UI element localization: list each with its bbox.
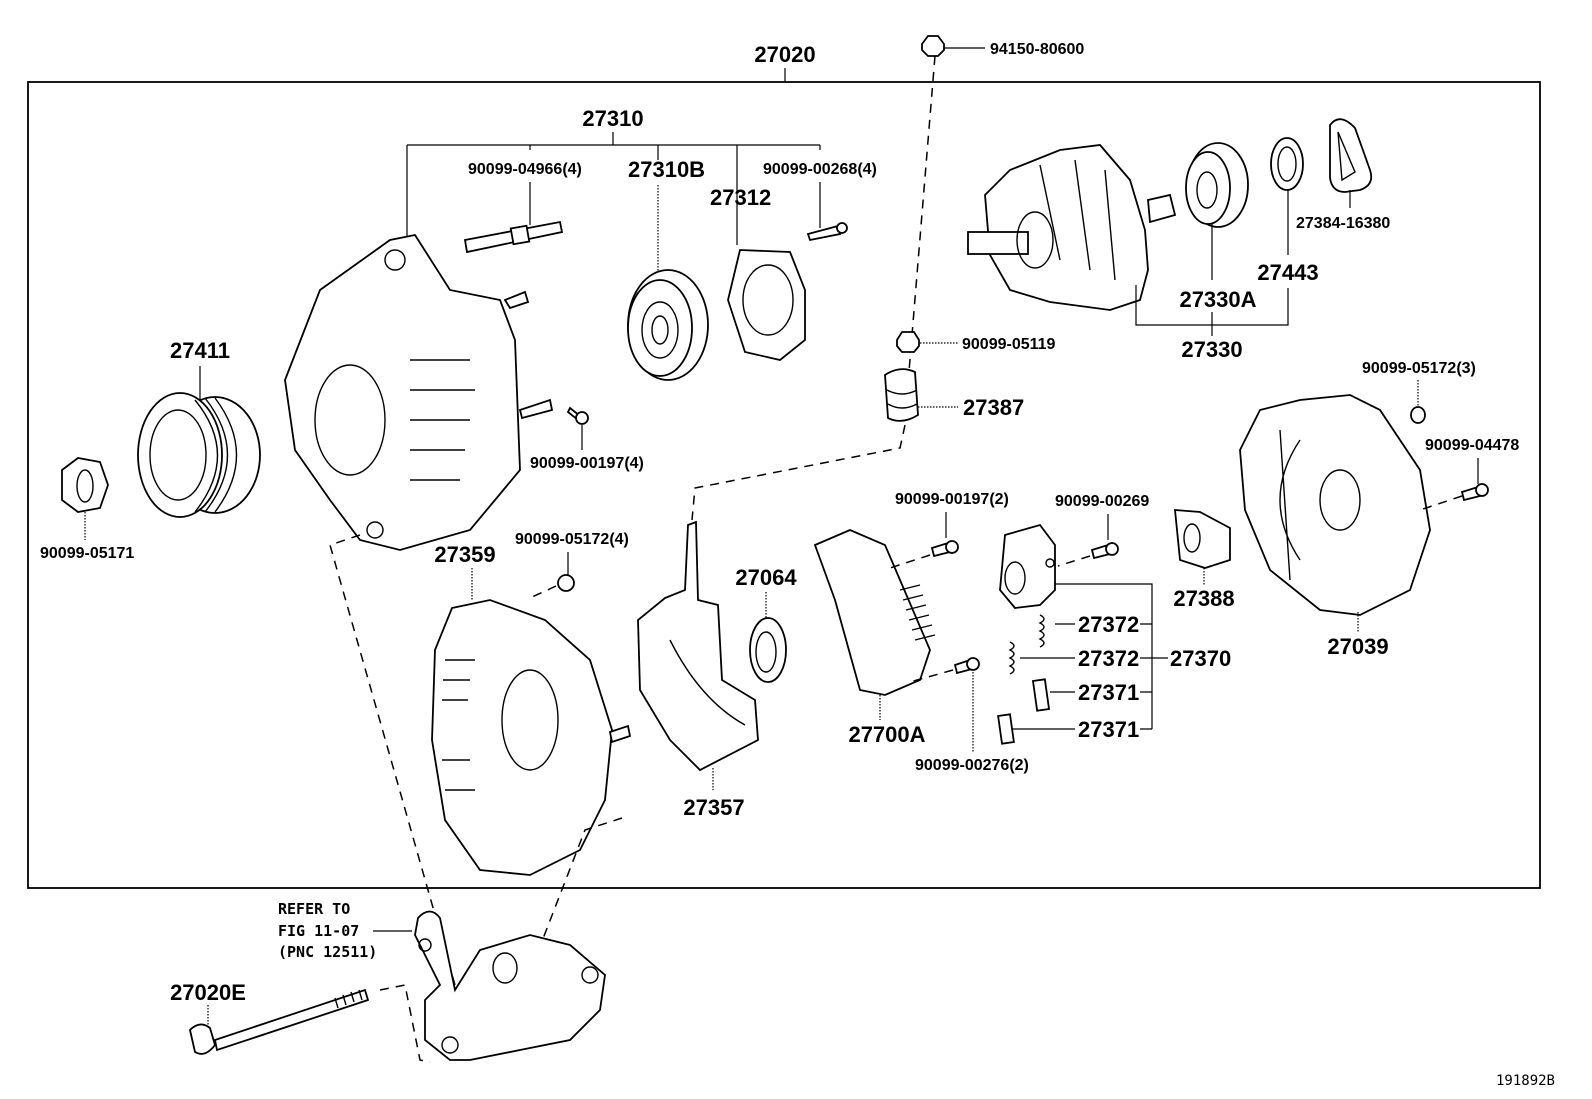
label-27371-b[interactable]: 27371 bbox=[1078, 717, 1139, 742]
pulley-27411[interactable] bbox=[137, 392, 261, 518]
label-27387[interactable]: 27387 bbox=[963, 395, 1024, 420]
ring-27443[interactable] bbox=[1270, 137, 1304, 191]
stud-bolt-90099-04966[interactable] bbox=[463, 220, 564, 254]
assembly-border bbox=[27, 81, 1541, 889]
regulator-27700A[interactable] bbox=[813, 529, 936, 720]
label-27371-a[interactable]: 27371 bbox=[1078, 680, 1139, 705]
label-27310B[interactable]: 27310B bbox=[628, 157, 705, 182]
seal-ring-27064[interactable] bbox=[749, 617, 787, 683]
terminal-insulator-27388[interactable] bbox=[1173, 509, 1231, 585]
screw-90099-00269[interactable] bbox=[1090, 542, 1119, 560]
screw-90099-00268[interactable] bbox=[806, 222, 848, 242]
label-27411[interactable]: 27411 bbox=[170, 338, 230, 363]
label-90099-04478[interactable]: 90099-04478 bbox=[1425, 437, 1519, 454]
insulator-27387[interactable] bbox=[884, 368, 958, 422]
label-27443[interactable]: 27443 bbox=[1257, 260, 1318, 285]
note-pnc-12511: (PNC 12511) bbox=[278, 943, 377, 961]
label-90099-00269[interactable]: 90099-00269 bbox=[1055, 493, 1149, 510]
bearing-27330A[interactable] bbox=[1185, 142, 1249, 228]
label-27312[interactable]: 27312 bbox=[710, 185, 771, 210]
brush-holder-27370[interactable] bbox=[999, 523, 1056, 609]
mounting-bracket[interactable] bbox=[414, 910, 606, 1061]
nut-90099-05119[interactable] bbox=[896, 331, 958, 353]
label-27384-16380[interactable]: 27384-16380 bbox=[1296, 215, 1390, 232]
spring-27372-b[interactable] bbox=[1008, 641, 1015, 675]
through-bolt-27020E[interactable] bbox=[189, 988, 370, 1055]
label-90099-00276-2[interactable]: 90099-00276(2) bbox=[915, 757, 1029, 774]
label-27700A[interactable]: 27700A bbox=[848, 722, 925, 747]
label-27020E[interactable]: 27020E bbox=[170, 980, 246, 1005]
nut-90099-05172-3[interactable] bbox=[1410, 406, 1426, 424]
nut-90099-05172-4[interactable] bbox=[557, 574, 575, 592]
label-94150-80600[interactable]: 94150-80600 bbox=[990, 41, 1084, 58]
screw-90099-00197-4[interactable] bbox=[566, 406, 589, 450]
cover-27384-16380[interactable] bbox=[1329, 118, 1373, 193]
rotor-27330[interactable] bbox=[967, 144, 1177, 311]
rear-end-cover-27039[interactable] bbox=[1239, 394, 1431, 616]
note-fig-11-07[interactable]: FIG 11-07 bbox=[278, 922, 359, 940]
bracket-27370 bbox=[1012, 583, 1168, 730]
label-27020[interactable]: 27020 bbox=[754, 42, 815, 67]
label-27357[interactable]: 27357 bbox=[683, 795, 744, 820]
screw-90099-04478[interactable] bbox=[1460, 483, 1489, 502]
rectifier-end-frame-27359[interactable] bbox=[431, 568, 632, 876]
label-27359[interactable]: 27359 bbox=[434, 542, 495, 567]
drive-end-frame[interactable] bbox=[284, 233, 554, 551]
nut-94150-80600[interactable] bbox=[921, 35, 985, 57]
label-27330A[interactable]: 27330A bbox=[1179, 287, 1256, 312]
label-27388[interactable]: 27388 bbox=[1173, 586, 1234, 611]
label-90099-00197-2[interactable]: 90099-00197(2) bbox=[895, 491, 1009, 508]
label-90099-04966[interactable]: 90099-04966(4) bbox=[468, 161, 582, 178]
label-27064[interactable]: 27064 bbox=[735, 565, 797, 590]
figure-code: 191892B bbox=[1496, 1073, 1555, 1089]
label-90099-00197-4[interactable]: 90099-00197(4) bbox=[530, 455, 644, 472]
bracket-27310 bbox=[406, 132, 821, 245]
screw-90099-00197-2[interactable] bbox=[930, 540, 959, 558]
label-27372-a[interactable]: 27372 bbox=[1078, 612, 1139, 637]
label-27372-b[interactable]: 27372 bbox=[1078, 646, 1139, 671]
label-90099-00268[interactable]: 90099-00268(4) bbox=[763, 161, 877, 178]
label-90099-05171[interactable]: 90099-05171 bbox=[40, 545, 134, 562]
brush-27371-a[interactable] bbox=[1031, 678, 1051, 712]
label-90099-05172-4[interactable]: 90099-05172(4) bbox=[515, 531, 629, 548]
label-27310[interactable]: 27310 bbox=[582, 106, 643, 131]
note-refer-to: REFER TO bbox=[278, 900, 350, 918]
bearing-27310B[interactable] bbox=[627, 269, 709, 381]
screw-90099-00276-2[interactable] bbox=[953, 657, 980, 752]
retainer-plate-27312[interactable] bbox=[727, 249, 806, 361]
dashed-assembly-line bbox=[904, 55, 936, 421]
label-90099-05119[interactable]: 90099-05119 bbox=[962, 336, 1056, 353]
label-27330[interactable]: 27330 bbox=[1181, 337, 1242, 362]
nut-90099-05171[interactable] bbox=[61, 457, 109, 540]
brush-27371-b[interactable] bbox=[997, 713, 1015, 745]
label-27039[interactable]: 27039 bbox=[1327, 634, 1388, 659]
rectifier-27357[interactable] bbox=[637, 520, 759, 790]
label-90099-05172-3[interactable]: 90099-05172(3) bbox=[1362, 360, 1476, 377]
bracket-27330 bbox=[1135, 285, 1289, 336]
label-27370[interactable]: 27370 bbox=[1170, 646, 1231, 671]
spring-27372-a[interactable] bbox=[1038, 614, 1045, 648]
